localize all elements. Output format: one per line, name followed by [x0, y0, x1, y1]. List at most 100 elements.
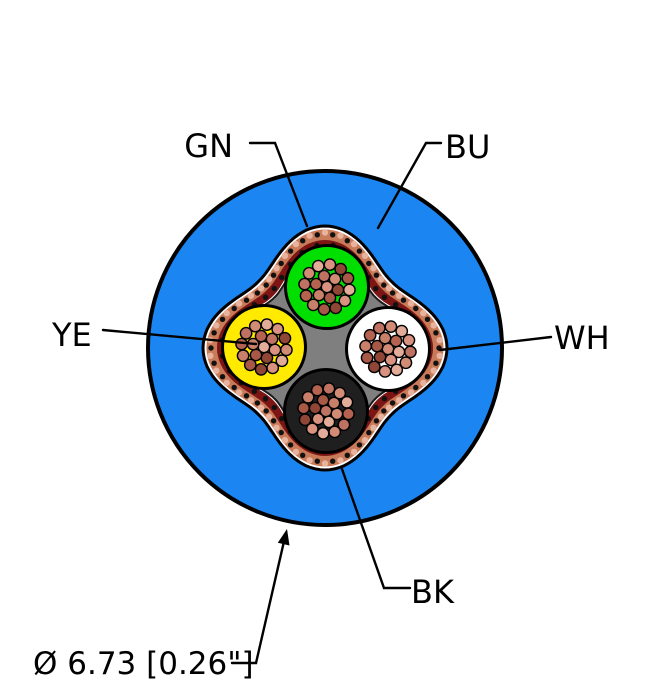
braid-dot [292, 240, 300, 248]
copper-strand [359, 339, 372, 353]
braid-dot [247, 292, 255, 299]
braid-dot [344, 452, 350, 458]
braid-dot [366, 260, 372, 267]
braid-dot [373, 404, 379, 411]
copper-strand [297, 401, 310, 415]
braid-dot [273, 265, 280, 272]
braid-dot [314, 232, 320, 238]
label-wh: WH [554, 319, 610, 357]
braid-dot [278, 429, 284, 436]
braid-dot [377, 276, 385, 283]
braid-dot [381, 294, 388, 300]
braid-dot [300, 238, 306, 244]
copper-strand [403, 345, 417, 359]
copper-strand [236, 349, 250, 363]
copper-strand [389, 334, 403, 348]
braid-dot [235, 300, 243, 307]
braid-dot [392, 302, 399, 308]
braid-dot [257, 404, 265, 411]
braid-dot [344, 238, 350, 244]
braid-dot [407, 300, 415, 307]
braid-dot [430, 322, 437, 329]
braid-dot [413, 305, 419, 312]
braid-dot [350, 448, 358, 456]
copper-strand [378, 364, 392, 378]
braid-dot [389, 290, 396, 296]
braid-dot [350, 240, 358, 248]
braid-dot [292, 448, 300, 456]
braid-dot [424, 316, 431, 322]
copper-strand [254, 362, 268, 376]
copper-strand [328, 272, 342, 286]
braid-dot [257, 285, 265, 292]
braid-dot [314, 458, 320, 464]
copper-strand [301, 390, 315, 404]
braid-dot [400, 393, 407, 399]
label-gn: GN [184, 127, 233, 165]
copper-strand [278, 331, 292, 345]
braid-dot [235, 389, 243, 396]
copper-strand [327, 396, 341, 410]
braid-dot [420, 379, 427, 387]
braid-dot [361, 252, 369, 259]
braid-dot [395, 397, 403, 404]
copper-strand [390, 363, 404, 377]
copper-strand [334, 262, 348, 276]
copper-strand [316, 426, 330, 440]
copper-strand [333, 386, 347, 400]
braid-dot [381, 396, 388, 402]
braid-dot [273, 424, 280, 431]
braid-dot [270, 272, 277, 278]
braid-dot [381, 282, 387, 288]
braid-dot [436, 352, 443, 359]
braid-dot [211, 330, 217, 336]
copper-strand [363, 328, 377, 342]
braid-dot [231, 305, 237, 312]
leader-line-ye [101, 328, 258, 346]
braid-dot [433, 330, 439, 336]
braid-dot [373, 272, 380, 278]
label-bu: BU [445, 128, 490, 166]
braid-dot [262, 396, 269, 402]
braid-dot [337, 232, 344, 239]
braid-dot [213, 367, 220, 374]
braid-dot [271, 285, 277, 292]
braid-dot [337, 457, 344, 464]
copper-strand [338, 294, 352, 308]
copper-strand [328, 425, 342, 439]
braid-dot [271, 404, 277, 411]
copper-strand [322, 382, 336, 395]
braid-dot [254, 290, 261, 296]
braid-dot [263, 408, 269, 414]
braid-dot [420, 309, 427, 317]
copper-strand [337, 418, 351, 432]
braid-dot [231, 384, 237, 391]
braid-dot [389, 400, 396, 406]
braid-dot [243, 297, 250, 303]
braid-dot [413, 384, 419, 391]
copper-strand [248, 319, 262, 333]
braid-dot [306, 232, 313, 239]
copper-strand [302, 266, 316, 280]
label-ye: YE [51, 316, 92, 354]
copper-strand [298, 413, 312, 427]
braid-dot [279, 274, 285, 281]
braid-dot [366, 429, 372, 436]
braid-dot [265, 413, 273, 420]
copper-strand [329, 301, 343, 315]
copper-strand [341, 407, 355, 421]
braid-dot [207, 352, 214, 359]
braid-dot [247, 397, 255, 404]
braid-dot [424, 374, 431, 380]
copper-strand [279, 343, 293, 357]
braid-dot [407, 389, 415, 396]
braid-dot [263, 282, 269, 288]
leader-line-wh [438, 335, 553, 352]
braid-dot [251, 388, 258, 394]
braid-dot [385, 285, 393, 292]
copper-strand [340, 395, 354, 409]
copper-strand [360, 351, 374, 365]
braid-dot [330, 232, 336, 238]
braid-dot [208, 345, 214, 351]
braid-dot [281, 252, 289, 259]
